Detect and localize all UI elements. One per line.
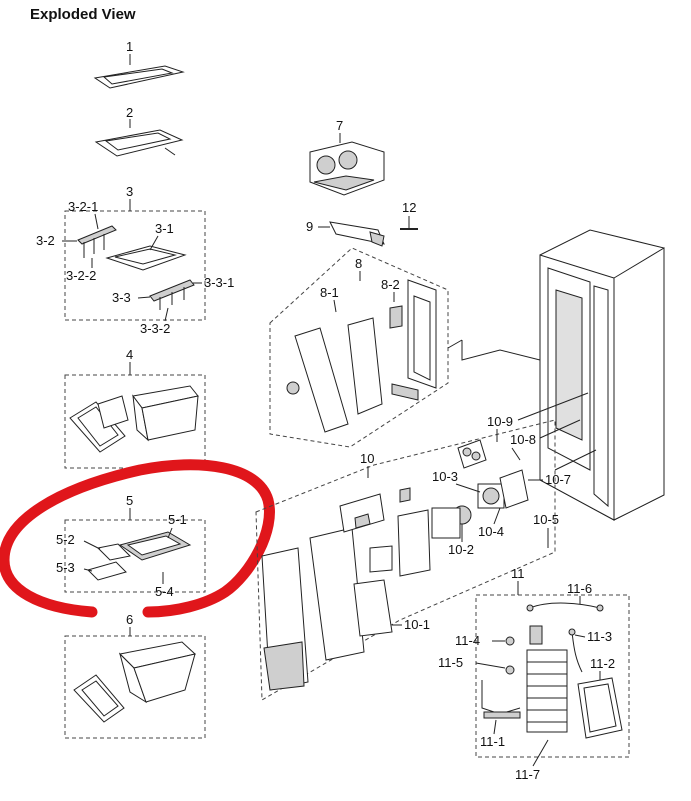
part-11-2-frame[interactable] xyxy=(577,677,623,739)
part-11-3-sensor[interactable] xyxy=(568,628,583,673)
label-4: 4 xyxy=(126,347,133,362)
label-3-3-2: 3-3-2 xyxy=(140,321,170,336)
part-10-1-plate[interactable] xyxy=(431,507,461,539)
label-3-3: 3-3 xyxy=(112,290,131,305)
part-10-9-assembly[interactable] xyxy=(457,439,487,469)
part-11-evaporator[interactable] xyxy=(505,625,568,733)
label-10: 10 xyxy=(360,451,374,466)
part-10-4-bracket[interactable] xyxy=(499,469,529,509)
label-3-2: 3-2 xyxy=(36,233,55,248)
label-10-4: 10-4 xyxy=(478,524,504,539)
label-5-4: 5-4 xyxy=(155,584,174,599)
label-10-8: 10-8 xyxy=(510,432,536,447)
part-4-drawer[interactable] xyxy=(69,385,199,453)
label-10-3: 10-3 xyxy=(432,469,458,484)
label-11-7: 11-7 xyxy=(515,767,540,782)
label-3: 3 xyxy=(126,184,133,199)
part-11-6-harness[interactable] xyxy=(526,602,604,612)
label-11-3: 11-3 xyxy=(587,629,612,644)
label-10-1: 10-1 xyxy=(404,617,430,632)
part-5-3-bracket[interactable] xyxy=(87,561,127,581)
part-7-housing[interactable] xyxy=(309,141,385,196)
label-8: 8 xyxy=(355,256,362,271)
label-2: 2 xyxy=(126,105,133,120)
label-11-6: 11-6 xyxy=(567,581,592,596)
group-11-box xyxy=(475,594,630,758)
part-3-3-bracket[interactable] xyxy=(149,279,195,310)
label-11-5: 11-5 xyxy=(438,655,463,670)
group-5-box xyxy=(64,519,206,593)
part-9-duct[interactable] xyxy=(329,221,385,247)
label-3-2-1: 3-2-1 xyxy=(68,199,98,214)
red-highlight-circle xyxy=(0,459,275,618)
part-3-2-bracket[interactable] xyxy=(77,225,117,258)
group-3-box xyxy=(64,210,206,321)
group-10-box xyxy=(255,419,556,701)
label-7: 7 xyxy=(336,118,343,133)
label-3-2-2: 3-2-2 xyxy=(66,268,96,283)
refrigerator-cabinet[interactable] xyxy=(539,229,665,521)
part-3-1-shelf-tray[interactable] xyxy=(105,245,187,271)
part-10-3-motor[interactable] xyxy=(477,483,505,509)
label-10-7: 10-7 xyxy=(545,472,571,487)
group-6-box xyxy=(64,635,206,739)
label-3-3-1: 3-3-1 xyxy=(204,275,234,290)
label-11-1: 11-1 xyxy=(480,734,505,749)
label-5-1: 5-1 xyxy=(168,512,187,527)
label-11: 11 xyxy=(511,566,525,581)
group-8-box xyxy=(269,247,449,448)
label-12: 12 xyxy=(402,200,416,215)
part-5-1-cover[interactable] xyxy=(118,531,192,561)
label-5-3: 5-3 xyxy=(56,560,75,575)
label-8-2: 8-2 xyxy=(381,277,400,292)
label-3-1: 3-1 xyxy=(155,221,174,236)
part-1-shelf[interactable] xyxy=(93,65,185,89)
part-11-1-heater[interactable] xyxy=(481,680,521,719)
label-10-9: 10-9 xyxy=(487,414,513,429)
label-1: 1 xyxy=(126,39,133,54)
label-5-2: 5-2 xyxy=(56,532,75,547)
label-11-4: 11-4 xyxy=(455,633,480,648)
label-11-2: 11-2 xyxy=(590,656,615,671)
label-6: 6 xyxy=(126,612,133,627)
diagram-title: Exploded View xyxy=(30,6,136,23)
part-10-inner-panel[interactable] xyxy=(261,487,431,691)
part-8-evaporator-cover[interactable] xyxy=(286,279,463,433)
label-10-5: 10-5 xyxy=(533,512,559,527)
part-2-shelf[interactable] xyxy=(94,129,184,157)
part-6-bin[interactable] xyxy=(73,641,197,723)
label-9: 9 xyxy=(306,219,313,234)
part-5-2-bracket[interactable] xyxy=(96,543,132,561)
label-10-2: 10-2 xyxy=(448,542,474,557)
label-8-1: 8-1 xyxy=(320,285,339,300)
label-5: 5 xyxy=(126,493,133,508)
